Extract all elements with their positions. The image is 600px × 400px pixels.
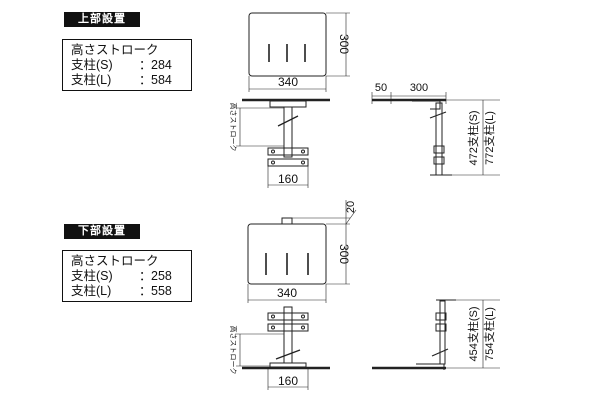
lower-height-s-text: 454支柱(S) [466, 306, 480, 361]
lower-side-view: 454支柱(S) 754支柱(L) [372, 299, 500, 370]
lower-stroke-spec-box: 高さストローク 支柱(S) ： 258 支柱(L) ： 558 [62, 250, 192, 302]
lower-top-post-cap [281, 217, 293, 225]
lower-top-offset-text: 20 [345, 201, 357, 213]
lower-depth-dim-text: 300 [337, 244, 351, 264]
upper-side-offset-text: 50 [375, 82, 387, 94]
lower-base-width-dim-text: 160 [278, 374, 298, 388]
lower-post-l-colon: ： [139, 284, 152, 298]
lower-height-l-text: 754支柱(L) [482, 307, 496, 361]
upper-stroke-title: 高さストローク [71, 43, 159, 57]
upper-top-view: 300 340 [248, 12, 351, 92]
upper-seat-plate [248, 12, 327, 77]
upper-side-view: 50 300 472支柱(S) 772支柱(L) [371, 82, 500, 176]
lower-front-base-bar-2 [267, 323, 309, 332]
lower-post-s-label: 支柱(S) [71, 269, 113, 283]
lower-width-dim-text: 340 [277, 286, 297, 300]
upper-stroke-spec-box: 高さストローク 支柱(S) ： 284 支柱(L) ： 584 [62, 39, 192, 91]
lower-post-s-colon: ： [139, 269, 152, 283]
lower-front-bracket [269, 362, 307, 368]
lower-post-s-row: 支柱(S) ： 258 [71, 269, 187, 284]
upper-post-s-value: 284 [151, 58, 172, 72]
upper-height-l-text: 772支柱(L) [482, 111, 496, 165]
upper-post-l-row: 支柱(L) ： 584 [71, 73, 187, 88]
lower-section-title: 下部設置 [64, 224, 140, 239]
upper-depth-dim-text: 300 [337, 34, 351, 54]
upper-post-l-colon: ： [139, 73, 152, 87]
upper-post-l-label: 支柱(L) [71, 73, 112, 87]
upper-post-l-value: 584 [151, 73, 172, 87]
upper-front-post [283, 106, 293, 158]
upper-front-bracket [269, 100, 307, 108]
upper-front-base-bar-2 [267, 158, 309, 167]
upper-section-title: 上部設置 [64, 12, 140, 27]
upper-height-s-text: 472支柱(S) [466, 110, 480, 165]
upper-post-s-label: 支柱(S) [71, 58, 113, 72]
lower-stroke-title: 高さストローク [71, 254, 159, 268]
upper-post-s-colon: ： [139, 58, 152, 72]
lower-front-base-bar-1 [267, 312, 309, 321]
lower-top-view: 20 300 340 [247, 200, 357, 303]
upper-stroke-dim-label: 高さストローク [229, 103, 238, 152]
lower-front-view: 高さストローク 160 [229, 306, 330, 390]
lower-side-post [439, 300, 446, 365]
lower-post-l-row: 支柱(L) ： 558 [71, 284, 187, 299]
lower-seat-plate [247, 223, 327, 285]
upper-base-width-dim-text: 160 [278, 172, 298, 186]
lower-post-l-label: 支柱(L) [71, 284, 112, 298]
upper-post-s-row: 支柱(S) ： 284 [71, 58, 187, 73]
lower-post-s-value: 258 [151, 269, 172, 283]
upper-front-base-bar-1 [267, 147, 309, 156]
upper-front-view: 高さストローク 160 [229, 98, 330, 188]
upper-side-depth-text: 300 [410, 82, 428, 94]
lower-stroke-dim-label: 高さストローク [229, 326, 238, 375]
lower-post-l-value: 558 [151, 284, 172, 298]
upper-width-dim-text: 340 [278, 75, 298, 89]
